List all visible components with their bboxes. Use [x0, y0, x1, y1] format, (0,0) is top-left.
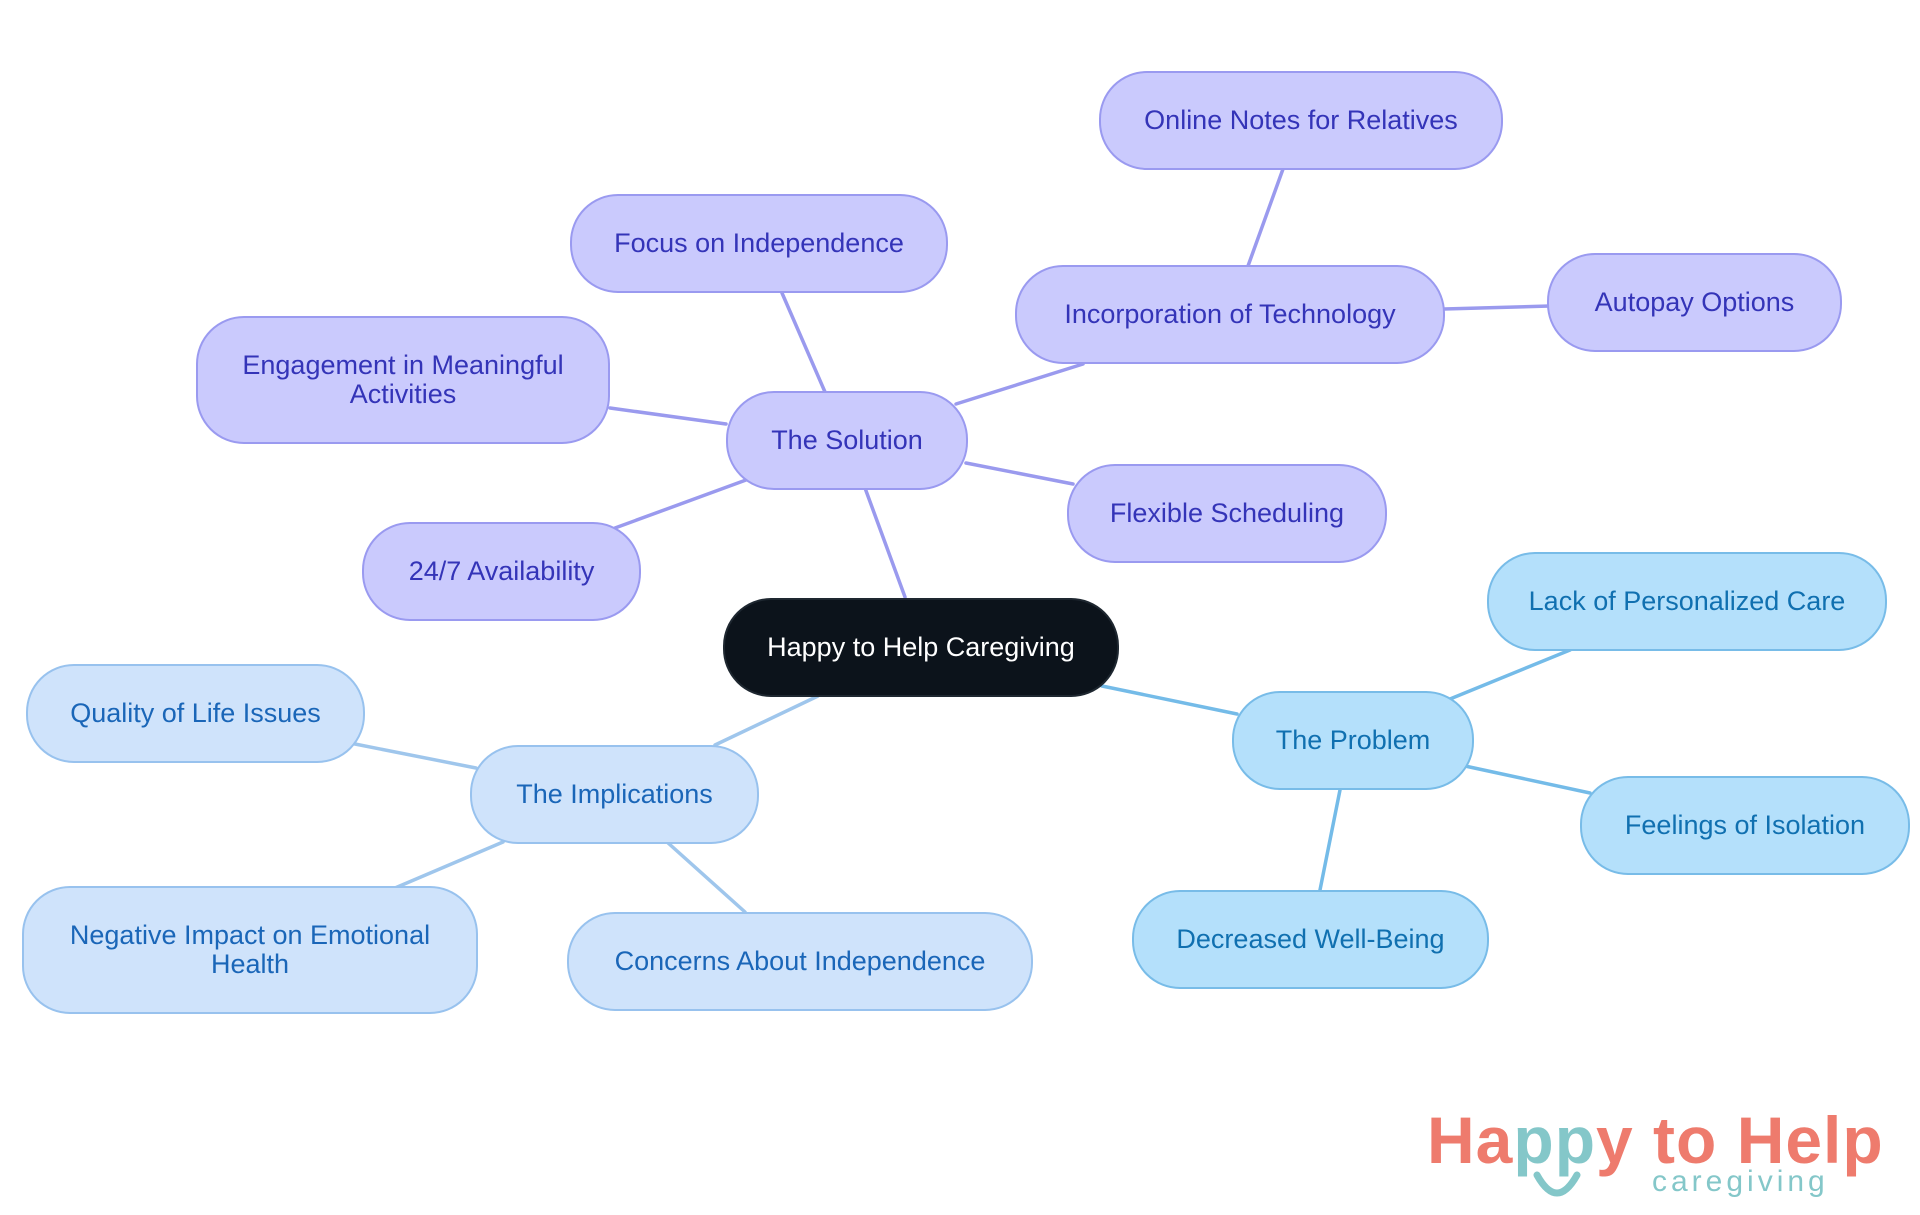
edge-technology-autopay [1442, 304, 1552, 311]
smile-icon [1533, 1171, 1581, 1197]
personalized-care-node[interactable]: Lack of Personalized Care [1487, 552, 1887, 651]
autopay-node[interactable]: Autopay Options [1547, 253, 1842, 352]
edge-implications-independence [665, 840, 747, 914]
emotional-health-node[interactable]: Negative Impact on Emotional Health [22, 886, 478, 1014]
focus-independence-node[interactable]: Focus on Independence [570, 194, 948, 293]
edge-solution-availability [613, 478, 748, 530]
technology-node[interactable]: Incorporation of Technology [1015, 265, 1445, 364]
isolation-node[interactable]: Feelings of Isolation [1580, 776, 1910, 875]
edge-solution-technology [954, 362, 1085, 406]
edge-solution-scheduling [964, 461, 1075, 486]
edge-root-problem [1100, 684, 1239, 716]
logo-wordmark: Happy to Help [1427, 1103, 1884, 1177]
edge-solution-focus [780, 291, 827, 394]
engagement-activities-node[interactable]: Engagement in Meaningful Activities [196, 316, 610, 444]
edge-problem-isolation [1463, 764, 1592, 795]
edge-root-implications [713, 694, 820, 747]
root-node[interactable]: Happy to Help Caregiving [723, 598, 1119, 697]
online-notes-node[interactable]: Online Notes for Relatives [1099, 71, 1503, 170]
logo-subtitle: caregiving [1652, 1165, 1829, 1198]
quality-of-life-node[interactable]: Quality of Life Issues [26, 664, 365, 763]
flexible-scheduling-node[interactable]: Flexible Scheduling [1067, 464, 1387, 563]
brand-logo: Happy to Help caregiving [1420, 1105, 1900, 1215]
edge-technology-online-notes [1246, 167, 1285, 268]
well-being-node[interactable]: Decreased Well-Being [1132, 890, 1489, 989]
availability-node[interactable]: 24/7 Availability [362, 522, 641, 621]
implications-node[interactable]: The Implications [470, 745, 759, 844]
edge-problem-personalized [1448, 648, 1572, 701]
concerns-independence-node[interactable]: Concerns About Independence [567, 912, 1033, 1011]
edge-implications-emotional [393, 840, 505, 890]
problem-node[interactable]: The Problem [1232, 691, 1474, 790]
solution-node[interactable]: The Solution [726, 391, 968, 490]
edge-implications-quality [353, 742, 478, 770]
edge-problem-wellbeing [1318, 788, 1342, 892]
edge-solution-engagement [608, 406, 728, 426]
edge-root-solution [863, 486, 907, 599]
